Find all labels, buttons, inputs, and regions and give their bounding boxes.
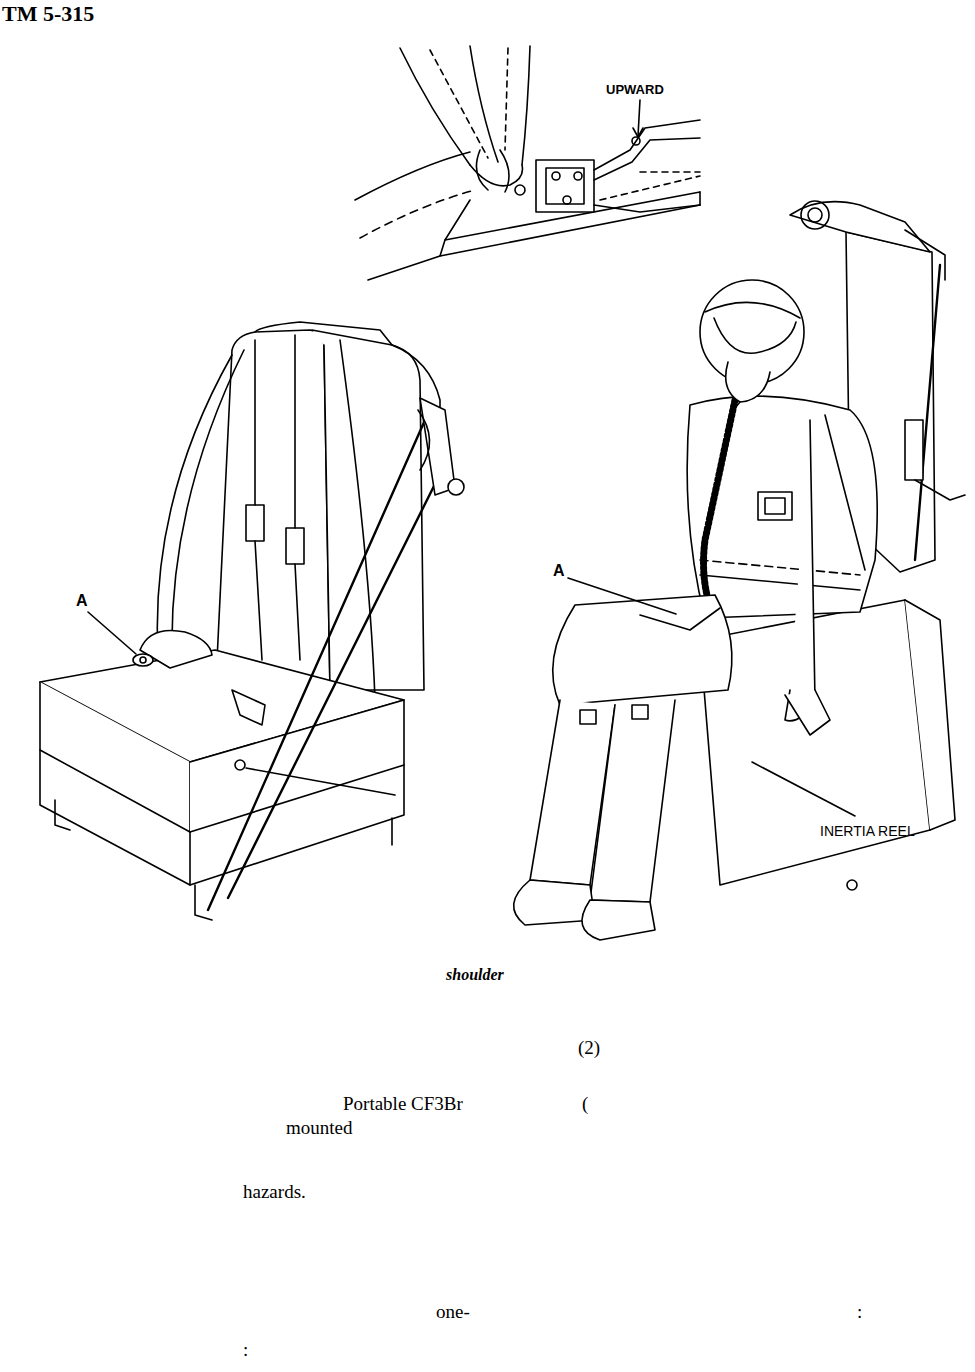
- label-slot: hazards.: [243, 1182, 306, 1203]
- label-slot: Portable CF3Br: [343, 1094, 463, 1115]
- callout-letter: A: [553, 562, 565, 579]
- label-slot: (: [582, 1094, 588, 1115]
- fitting-detail: [355, 46, 700, 280]
- label-slot: one-: [436, 1302, 470, 1323]
- page-header: TM 5-315: [2, 1, 94, 26]
- body-fragment: :: [857, 1301, 862, 1322]
- leader-lines: [88, 578, 855, 816]
- label-slot: UPWARD: [606, 80, 664, 98]
- body-fragment: (: [582, 1093, 588, 1114]
- label-slot: TM 5-315: [2, 2, 94, 26]
- body-fragment: :: [243, 1339, 248, 1360]
- body-fragment: hazards.: [243, 1181, 306, 1202]
- label-slot: INERTIA REEL: [820, 822, 915, 840]
- label-slot: A: [553, 562, 565, 580]
- body-fragment: mounted: [286, 1117, 353, 1138]
- empty-seat: [40, 322, 464, 920]
- label-slot: (2): [578, 1038, 600, 1059]
- callout-letter: A: [76, 592, 88, 609]
- body-fragment: (2): [578, 1037, 600, 1058]
- callout-label: INERTIA REEL: [820, 823, 915, 839]
- caption-fragment: shoulder: [446, 966, 504, 983]
- label-slot: A: [76, 592, 88, 610]
- label-slot: :: [857, 1302, 862, 1323]
- label-slot: :: [243, 1340, 248, 1361]
- body-fragment: Portable CF3Br: [343, 1093, 463, 1114]
- occupied-seat: [514, 201, 965, 940]
- callout-label: UPWARD: [606, 82, 664, 97]
- label-slot: mounted: [286, 1118, 353, 1139]
- body-fragment: one-: [436, 1301, 470, 1322]
- label-slot: shoulder: [446, 966, 504, 984]
